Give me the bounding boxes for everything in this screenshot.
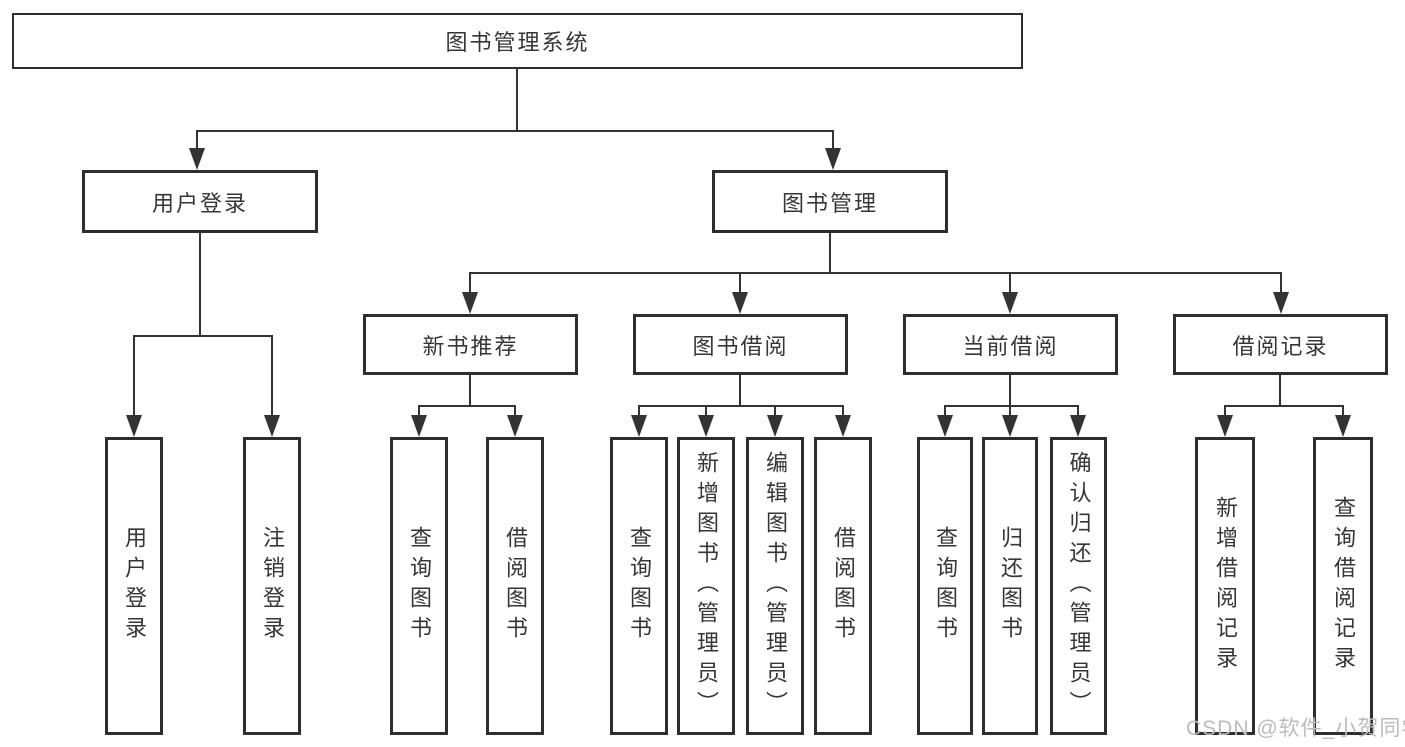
arrow-down-icon bbox=[732, 292, 748, 314]
leaf-add-book-admin: 新增图书（管理员） bbox=[677, 437, 735, 735]
leaf-return-book-label: 归还图书 bbox=[998, 526, 1023, 646]
leaf-return-book: 归还图书 bbox=[982, 437, 1038, 735]
arrow-down-icon bbox=[835, 415, 851, 437]
node-book-borrow: 图书借阅 bbox=[633, 314, 848, 375]
arrow-down-icon bbox=[937, 415, 953, 437]
connector-line bbox=[842, 405, 844, 419]
connector-line bbox=[418, 405, 420, 419]
leaf-borrow-books: 借阅图书 bbox=[814, 437, 872, 735]
connector-line bbox=[705, 405, 707, 419]
connector-line bbox=[1009, 272, 1011, 296]
arrow-down-icon bbox=[631, 415, 647, 437]
connector-line bbox=[271, 335, 273, 419]
arrow-down-icon bbox=[1217, 415, 1233, 437]
leaf-query-books-current: 查询图书 bbox=[917, 437, 973, 735]
leaf-borrow-books-label: 借阅图书 bbox=[831, 526, 856, 646]
node-book-borrow-label: 图书借阅 bbox=[692, 333, 789, 359]
connector-line bbox=[832, 130, 834, 154]
connector-line bbox=[638, 405, 844, 407]
arrow-down-icon bbox=[264, 415, 280, 437]
connector-line bbox=[1280, 272, 1282, 296]
connector-line bbox=[469, 272, 1282, 274]
node-user-login: 用户登录 bbox=[82, 170, 318, 233]
leaf-edit-book-admin: 编辑图书（管理员） bbox=[746, 437, 804, 735]
leaf-edit-book-admin-label: 编辑图书（管理员） bbox=[763, 451, 788, 721]
connector-line bbox=[739, 272, 741, 296]
leaf-query-books-recommend-label: 查询图书 bbox=[407, 526, 432, 646]
leaf-query-books-recommend: 查询图书 bbox=[390, 437, 448, 735]
connector-line bbox=[638, 405, 640, 419]
arrow-down-icon bbox=[767, 415, 783, 437]
connector-line bbox=[133, 335, 273, 337]
node-current-borrow-label: 当前借阅 bbox=[962, 333, 1059, 359]
leaf-user-login: 用户登录 bbox=[105, 437, 163, 735]
leaf-query-books-borrow-label: 查询图书 bbox=[627, 526, 652, 646]
arrow-down-icon bbox=[189, 148, 205, 170]
leaf-query-books-borrow: 查询图书 bbox=[610, 437, 668, 735]
arrow-down-icon bbox=[126, 415, 142, 437]
connector-line bbox=[133, 335, 135, 419]
connector-line bbox=[1009, 405, 1011, 419]
connector-line bbox=[418, 405, 516, 407]
arrow-down-icon bbox=[1002, 292, 1018, 314]
connector-line bbox=[774, 405, 776, 419]
connector-line bbox=[1279, 375, 1281, 406]
connector-line bbox=[516, 69, 518, 131]
node-new-book-recommend: 新书推荐 bbox=[363, 314, 578, 375]
connector-line bbox=[944, 405, 1079, 407]
leaf-user-login-label: 用户登录 bbox=[122, 526, 147, 646]
connector-line bbox=[197, 130, 834, 132]
connector-line bbox=[944, 405, 946, 419]
leaf-borrow-books-recommend: 借阅图书 bbox=[486, 437, 544, 735]
connector-line bbox=[469, 375, 471, 406]
node-borrow-records-label: 借阅记录 bbox=[1232, 333, 1329, 359]
connector-line bbox=[1077, 405, 1079, 419]
arrow-down-icon bbox=[1273, 292, 1289, 314]
connector-line bbox=[469, 272, 471, 296]
arrow-down-icon bbox=[1002, 415, 1018, 437]
node-current-borrow: 当前借阅 bbox=[903, 314, 1118, 375]
leaf-add-book-admin-label: 新增图书（管理员） bbox=[694, 451, 719, 721]
arrow-down-icon bbox=[411, 415, 427, 437]
connector-line bbox=[829, 233, 831, 273]
connector-line bbox=[1009, 375, 1011, 406]
connector-line bbox=[1224, 405, 1226, 419]
node-user-login-label: 用户登录 bbox=[151, 190, 248, 216]
node-book-management-label: 图书管理 bbox=[781, 190, 878, 216]
node-borrow-records: 借阅记录 bbox=[1173, 314, 1388, 375]
node-book-management: 图书管理 bbox=[712, 170, 948, 233]
connector-line bbox=[739, 375, 741, 406]
arrow-down-icon bbox=[507, 415, 523, 437]
connector-line bbox=[199, 233, 201, 336]
connector-line bbox=[1342, 405, 1344, 419]
connector-line bbox=[196, 130, 198, 154]
node-new-book-recommend-label: 新书推荐 bbox=[422, 333, 519, 359]
leaf-add-borrow-record-label: 新增借阅记录 bbox=[1213, 496, 1238, 676]
leaf-query-books-current-label: 查询图书 bbox=[933, 526, 958, 646]
arrow-down-icon bbox=[462, 292, 478, 314]
leaf-logout: 注销登录 bbox=[243, 437, 301, 735]
leaf-query-borrow-record: 查询借阅记录 bbox=[1313, 437, 1373, 735]
leaf-confirm-return-admin: 确认归还（管理员） bbox=[1050, 437, 1107, 735]
leaf-query-borrow-record-label: 查询借阅记录 bbox=[1331, 496, 1356, 676]
arrow-down-icon bbox=[825, 148, 841, 170]
watermark: CSDN @软件_小贺同学 bbox=[1186, 717, 1405, 740]
node-root-label: 图书管理系统 bbox=[445, 30, 590, 55]
node-root: 图书管理系统 bbox=[12, 13, 1023, 69]
arrow-down-icon bbox=[1070, 415, 1086, 437]
connector-line bbox=[514, 405, 516, 419]
arrow-down-icon bbox=[1335, 415, 1351, 437]
leaf-confirm-return-admin-label: 确认归还（管理员） bbox=[1066, 451, 1092, 721]
leaf-logout-label: 注销登录 bbox=[260, 526, 285, 646]
leaf-add-borrow-record: 新增借阅记录 bbox=[1195, 437, 1255, 735]
leaf-borrow-books-recommend-label: 借阅图书 bbox=[503, 526, 528, 646]
arrow-down-icon bbox=[698, 415, 714, 437]
connector-line bbox=[1224, 405, 1344, 407]
